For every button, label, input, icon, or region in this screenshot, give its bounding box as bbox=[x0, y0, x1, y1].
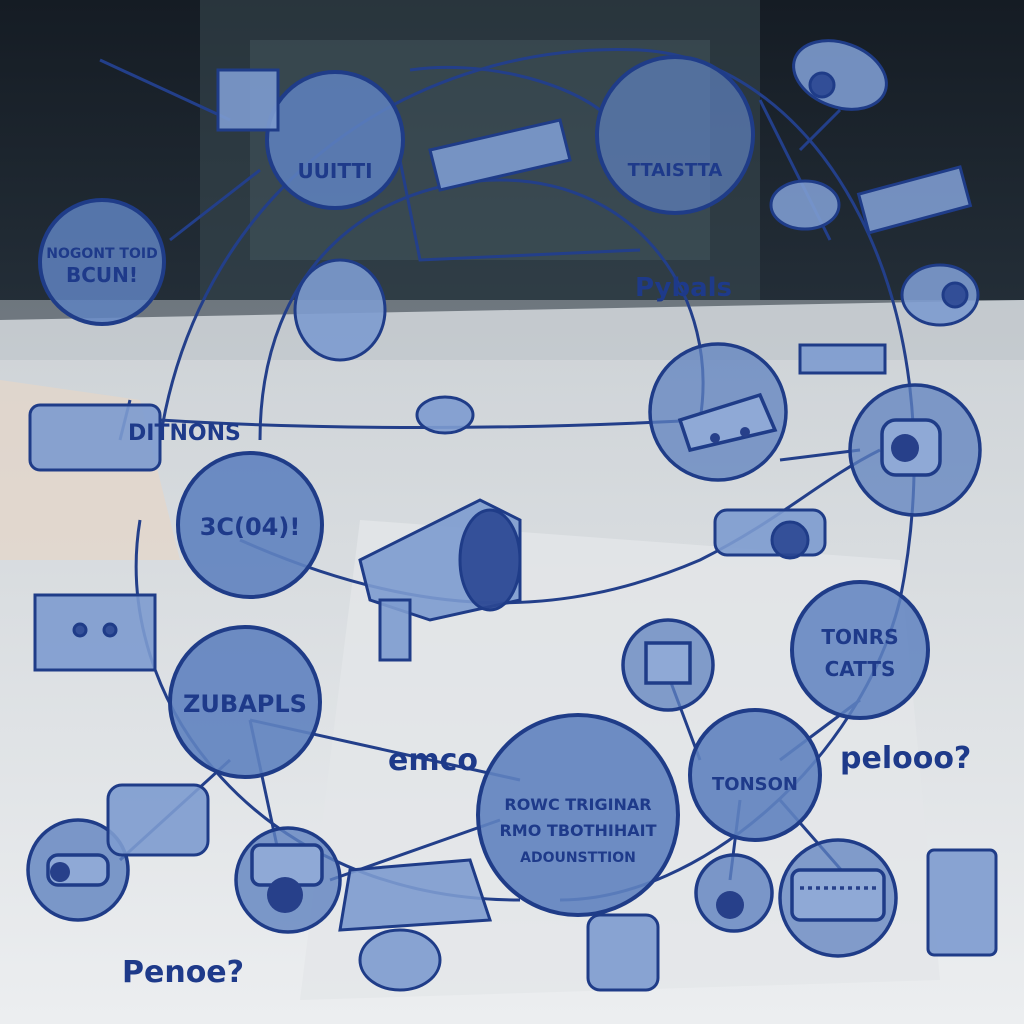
camera-right-3[interactable] bbox=[900, 263, 980, 327]
device-left-3[interactable] bbox=[106, 783, 210, 857]
device-circle-camera-bottom-left[interactable] bbox=[26, 818, 130, 922]
security-camera-icon bbox=[792, 39, 888, 111]
security-camera-icon bbox=[798, 343, 887, 375]
cloud-icon bbox=[293, 258, 387, 362]
label-pelooo: pelooo? bbox=[840, 741, 971, 776]
device-left-2[interactable] bbox=[33, 593, 157, 672]
security-camera-icon bbox=[856, 165, 973, 235]
dome-camera-icon bbox=[586, 913, 660, 992]
node-left-mid[interactable]: 3C(04)! bbox=[176, 451, 324, 599]
camera-right-4[interactable] bbox=[769, 179, 841, 231]
dvr-recorder-icon bbox=[216, 68, 280, 132]
network-switch-icon bbox=[790, 868, 886, 922]
device-circle-small-camera[interactable] bbox=[694, 853, 774, 933]
node-left-upper[interactable]: NOGONT TOID BCUN! bbox=[38, 198, 166, 326]
connection-line bbox=[798, 108, 842, 152]
router-icon bbox=[677, 392, 778, 453]
node-right-mid[interactable]: TONRS CATTS bbox=[790, 580, 930, 720]
connection-line bbox=[169, 168, 261, 242]
security-camera-icon bbox=[900, 263, 980, 327]
node-top-left[interactable]: UUITTI bbox=[265, 70, 405, 210]
node-right-lower[interactable]: TONSON bbox=[688, 708, 822, 842]
device-circle-camera-right[interactable] bbox=[848, 383, 982, 517]
device-circle-dome-bottom[interactable] bbox=[234, 826, 342, 934]
camera-top-right-2[interactable] bbox=[856, 165, 973, 235]
floating-labels: Pybals DITNONS emco pelooo? Penoe? bbox=[122, 273, 971, 990]
camera-lens bbox=[891, 434, 919, 462]
dvr-recorder-icon bbox=[33, 593, 157, 672]
node-label: CATTS bbox=[825, 657, 896, 681]
large-security-camera[interactable] bbox=[358, 498, 522, 662]
device-circle-monitor[interactable] bbox=[621, 618, 715, 712]
connection-line bbox=[398, 159, 641, 262]
monitor-icon bbox=[644, 641, 692, 685]
connection-line bbox=[779, 448, 861, 462]
security-camera-icon bbox=[428, 118, 572, 192]
node-label: ADOUNSTTION bbox=[520, 850, 636, 866]
security-camera-icon bbox=[769, 179, 841, 231]
node-label: ZUBAPLS bbox=[183, 690, 307, 718]
label-penoe: Penoe? bbox=[122, 955, 244, 990]
camera-top-mid[interactable] bbox=[428, 118, 572, 192]
dome-camera-icon bbox=[106, 783, 210, 857]
node-label: TTAISTTA bbox=[628, 160, 723, 181]
node-label: TONSON bbox=[712, 774, 798, 795]
connection-line bbox=[99, 58, 231, 122]
node-label: ROWC TRIGINAR bbox=[504, 795, 651, 814]
connection-line bbox=[258, 178, 705, 441]
label-pybals: Pybals bbox=[635, 273, 732, 303]
camera-top-right-1[interactable] bbox=[784, 29, 896, 122]
camera-right-6[interactable] bbox=[713, 508, 827, 560]
blob-node-2[interactable] bbox=[415, 395, 475, 435]
device-circle-router[interactable] bbox=[648, 342, 788, 482]
node-left-lower[interactable]: ZUBAPLS bbox=[168, 625, 322, 779]
connection-line bbox=[409, 65, 601, 112]
camera-right-5[interactable] bbox=[798, 343, 887, 375]
node-label: TONRS bbox=[821, 625, 898, 649]
tablet-device[interactable] bbox=[926, 848, 998, 957]
router-icon bbox=[338, 858, 493, 932]
node-top-center[interactable]: TTAISTTA bbox=[595, 55, 755, 215]
device-bottom-mid-2[interactable] bbox=[586, 913, 660, 992]
device-left-1[interactable] bbox=[28, 403, 162, 472]
node-label: RMO TBOTHIHAIT bbox=[499, 821, 656, 840]
node-label: 3C(04)! bbox=[200, 513, 301, 541]
label-ditnons: DITNONS bbox=[128, 421, 241, 446]
node-bottom-center[interactable]: ROWC TRIGINAR RMO TBOTHIHAIT ADOUNSTTION bbox=[476, 713, 680, 917]
tablet-icon bbox=[926, 848, 998, 957]
node-label: BCUN! bbox=[66, 263, 138, 287]
device-circle-switch[interactable] bbox=[778, 838, 898, 958]
device-bottom-mid-1[interactable] bbox=[338, 858, 493, 992]
label-emco: emco bbox=[388, 743, 478, 778]
router-icon bbox=[28, 403, 162, 472]
security-camera-icon bbox=[713, 508, 827, 557]
dvr-top-left[interactable] bbox=[216, 68, 280, 132]
node-label: UUITTI bbox=[297, 159, 372, 183]
blob-node-1[interactable] bbox=[293, 258, 387, 362]
cloud-icon bbox=[415, 395, 475, 435]
node-label: NOGONT TOID bbox=[46, 246, 157, 262]
camera-lens bbox=[716, 891, 744, 919]
